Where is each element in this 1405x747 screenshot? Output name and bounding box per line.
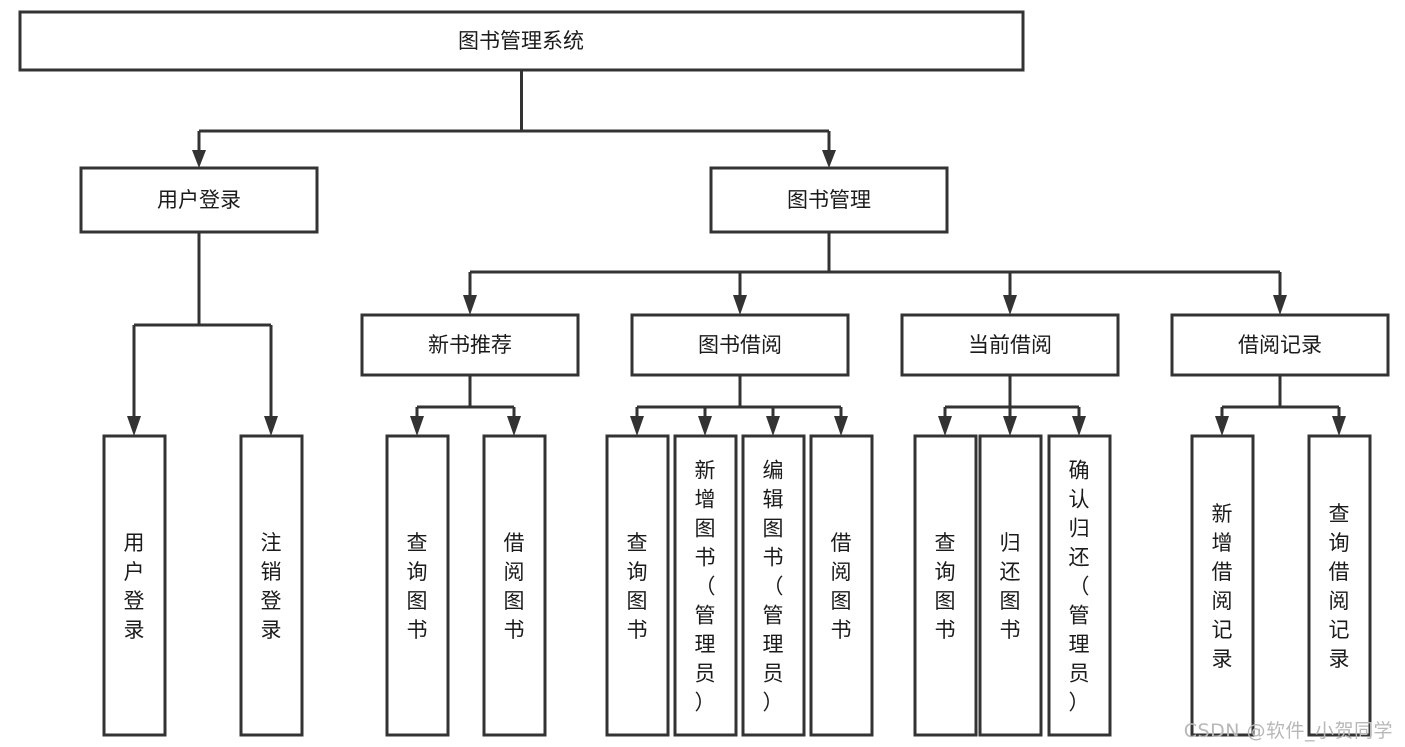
- node-current-borrow-box[interactable]: [900, 313, 1120, 377]
- arrowhead-leaf-query-book-3: [938, 416, 952, 436]
- node-leaf-confirm-return-box[interactable]: [1047, 434, 1112, 737]
- arrowhead-new-book-rec: [463, 295, 477, 315]
- node-leaf-query-book-3-box[interactable]: [913, 434, 978, 737]
- node-leaf-query-book-1[interactable]: 查询图书: [385, 434, 450, 737]
- node-leaf-borrow-book-1[interactable]: 借阅图书: [482, 434, 547, 737]
- arrowhead-book-borrow: [733, 295, 747, 315]
- node-leaf-query-book-1-box[interactable]: [385, 434, 450, 737]
- node-borrow-record[interactable]: 借阅记录: [1170, 313, 1390, 377]
- node-user-login-label: 用户登录: [157, 188, 241, 212]
- node-user-login-box[interactable]: [79, 166, 319, 234]
- node-current-borrow-label: 当前借阅: [968, 333, 1052, 357]
- arrowhead-leaf-user-login: [127, 416, 141, 436]
- csdn-watermark: CSDN @软件_小贺同学: [1183, 720, 1393, 742]
- arrowhead-leaf-borrow-book-1: [507, 416, 521, 436]
- node-leaf-borrow-book-2-label: 借阅图书: [831, 531, 852, 642]
- node-borrow-record-label: 借阅记录: [1238, 333, 1322, 357]
- node-leaf-user-login-box[interactable]: [102, 434, 167, 737]
- arrowhead-leaf-borrow-book-2: [834, 416, 848, 436]
- node-leaf-borrow-book-2[interactable]: 借阅图书: [809, 434, 874, 737]
- arrowhead-leaf-add-book: [698, 416, 712, 436]
- node-leaf-query-record-label: 查询借阅记录: [1329, 502, 1350, 671]
- arrowhead-current-borrow: [1003, 295, 1017, 315]
- node-leaf-add-record[interactable]: 新增借阅记录: [1190, 434, 1255, 737]
- node-leaf-add-record-label: 新增借阅记录: [1212, 502, 1233, 671]
- node-book-borrow-box[interactable]: [630, 313, 850, 377]
- node-leaf-add-book[interactable]: 新增图书（管理员）: [673, 434, 738, 737]
- node-leaf-query-record-box[interactable]: [1307, 434, 1372, 737]
- arrowhead-user-login: [192, 150, 206, 168]
- node-root-label: 图书管理系统: [458, 29, 584, 53]
- node-leaf-user-login[interactable]: 用户登录: [102, 434, 167, 737]
- node-root[interactable]: 图书管理系统: [18, 10, 1025, 72]
- node-leaf-logout[interactable]: 注销登录: [239, 434, 304, 737]
- node-leaf-add-record-box[interactable]: [1190, 434, 1255, 737]
- node-leaf-query-book-2[interactable]: 查询图书: [605, 434, 670, 737]
- node-leaf-query-book-3[interactable]: 查询图书: [913, 434, 978, 737]
- node-leaf-return-book-box[interactable]: [978, 434, 1043, 737]
- node-leaf-confirm-return-label: 确认归还（管理员）: [1069, 459, 1090, 715]
- node-leaf-borrow-book-1-label: 借阅图书: [504, 531, 525, 642]
- node-leaf-edit-book[interactable]: 编辑图书（管理员）: [741, 434, 806, 737]
- arrowhead-leaf-edit-book: [766, 416, 780, 436]
- node-book-manage[interactable]: 图书管理: [709, 166, 949, 234]
- node-leaf-edit-book-box[interactable]: [741, 434, 806, 737]
- node-book-manage-label: 图书管理: [787, 188, 871, 212]
- node-leaf-query-book-2-label: 查询图书: [627, 531, 648, 642]
- arrowhead-leaf-logout: [264, 416, 278, 436]
- node-user-login[interactable]: 用户登录: [79, 166, 319, 234]
- node-leaf-query-book-3-label: 查询图书: [935, 531, 956, 642]
- node-leaf-add-book-label: 新增图书（管理员）: [695, 459, 716, 715]
- node-root-box[interactable]: [18, 10, 1025, 72]
- node-borrow-record-box[interactable]: [1170, 313, 1390, 377]
- node-leaf-logout-box[interactable]: [239, 434, 304, 737]
- node-new-book-rec-box[interactable]: [360, 313, 580, 377]
- arrowhead-borrow-record: [1273, 295, 1287, 315]
- node-leaf-user-login-label: 用户登录: [124, 531, 145, 642]
- node-leaf-return-book[interactable]: 归还图书: [978, 434, 1043, 737]
- arrowhead-leaf-confirm-return: [1072, 416, 1086, 436]
- node-book-borrow[interactable]: 图书借阅: [630, 313, 850, 377]
- node-leaf-return-book-label: 归还图书: [1000, 531, 1021, 642]
- arrowhead-leaf-query-book-1: [410, 416, 424, 436]
- connector-layer: [127, 70, 1346, 436]
- node-leaf-add-book-box[interactable]: [673, 434, 738, 737]
- node-leaf-borrow-book-2-box[interactable]: [809, 434, 874, 737]
- node-leaf-borrow-book-1-box[interactable]: [482, 434, 547, 737]
- node-leaf-query-book-2-box[interactable]: [605, 434, 670, 737]
- node-leaf-query-book-1-label: 查询图书: [407, 531, 428, 642]
- node-current-borrow[interactable]: 当前借阅: [900, 313, 1120, 377]
- node-book-borrow-label: 图书借阅: [698, 333, 782, 357]
- node-leaf-confirm-return[interactable]: 确认归还（管理员）: [1047, 434, 1112, 737]
- node-book-manage-box[interactable]: [709, 166, 949, 234]
- node-new-book-rec-label: 新书推荐: [428, 333, 512, 357]
- node-leaf-logout-label: 注销登录: [261, 531, 282, 642]
- arrowhead-leaf-query-book-2: [630, 416, 644, 436]
- node-leaf-query-record[interactable]: 查询借阅记录: [1307, 434, 1372, 737]
- arrowhead-book-manage: [822, 150, 836, 168]
- arrowhead-leaf-query-record: [1332, 416, 1346, 436]
- arrowhead-leaf-return-book: [1003, 416, 1017, 436]
- arrowhead-leaf-add-record: [1215, 416, 1229, 436]
- node-new-book-rec[interactable]: 新书推荐: [360, 313, 580, 377]
- node-leaf-edit-book-label: 编辑图书（管理员）: [763, 459, 784, 715]
